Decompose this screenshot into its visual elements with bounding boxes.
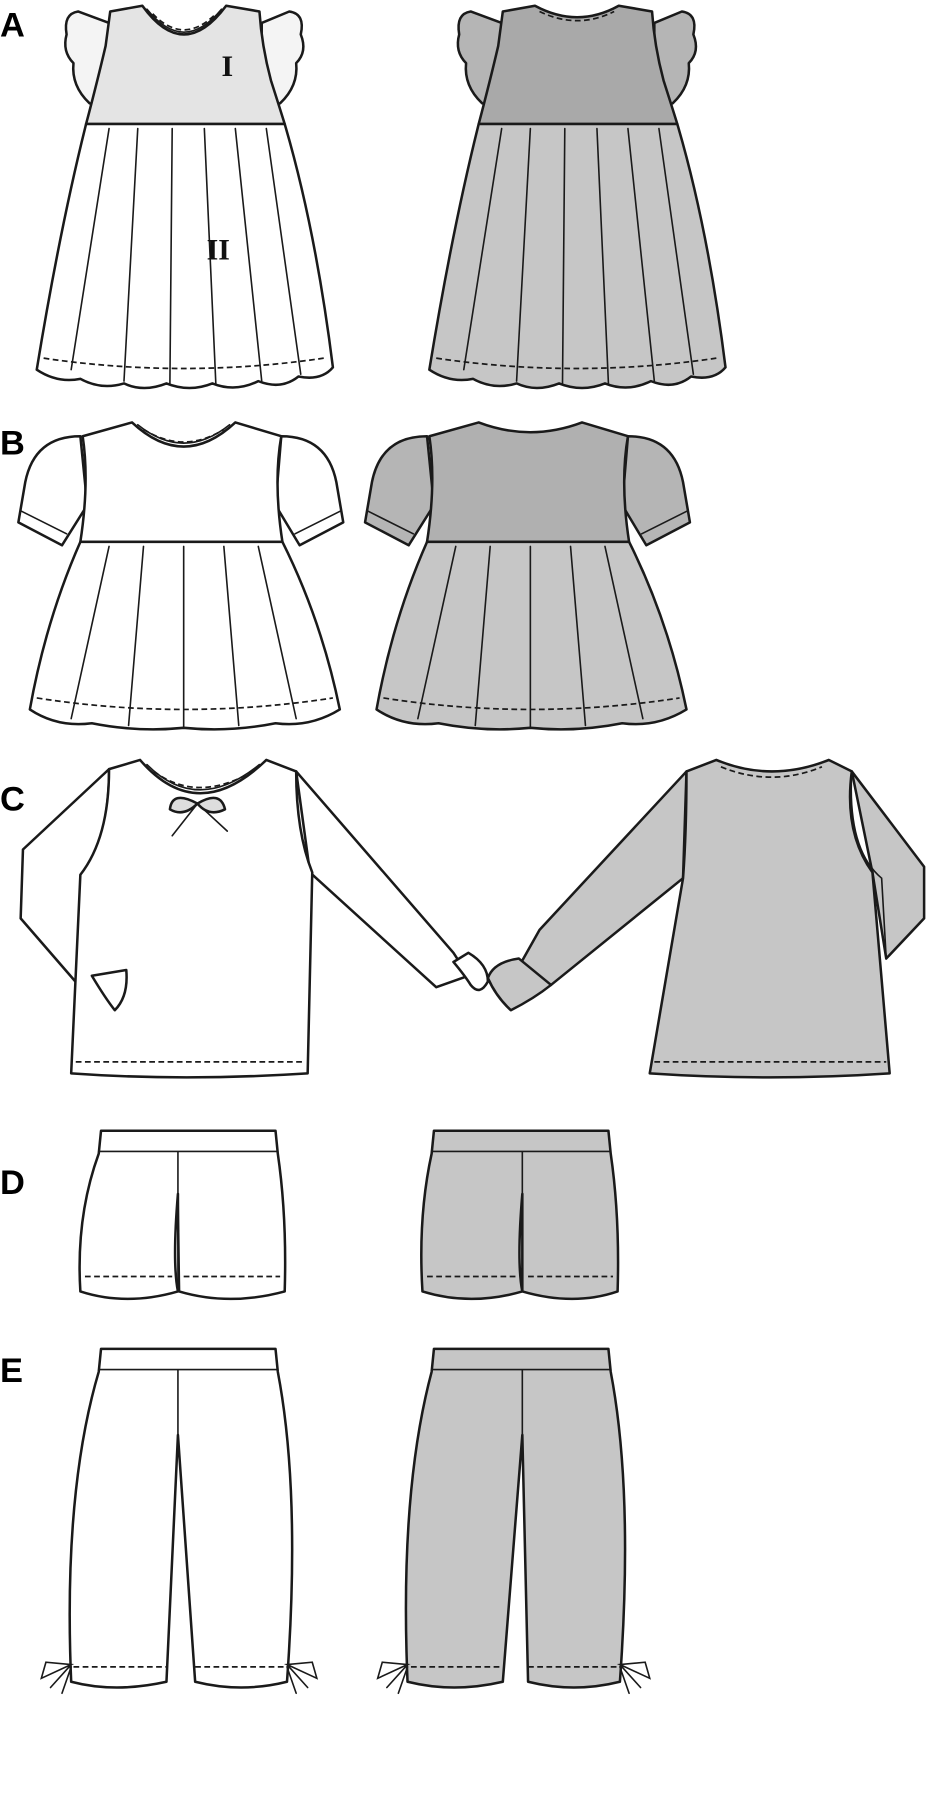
skirt-front	[28, 540, 342, 731]
skirt-back	[428, 122, 727, 390]
dress-a-front: I II	[35, 4, 335, 390]
puff-sleeve-left	[363, 434, 436, 547]
bow-right	[616, 1661, 652, 1695]
view-label-c: C	[0, 780, 25, 818]
view-label-d: D	[0, 1164, 25, 1202]
shorts-front	[78, 1129, 287, 1301]
sleeve-right	[294, 770, 470, 989]
sleeve-right	[850, 770, 926, 960]
cuff-ruffle-right	[452, 951, 490, 992]
pants-back	[404, 1347, 627, 1689]
view-label-a: A	[0, 7, 25, 45]
body-back	[648, 758, 891, 1079]
dress-a-back	[428, 4, 727, 390]
bodice-back	[477, 4, 679, 126]
bow-left	[40, 1661, 75, 1695]
bow	[168, 796, 229, 837]
top-c-back	[486, 758, 926, 1079]
puff-sleeve-right	[274, 434, 345, 547]
bodice-front	[79, 421, 284, 544]
piece-label-ii: II	[207, 233, 230, 266]
dress-b-front	[17, 421, 345, 731]
sleeve-left	[517, 770, 688, 987]
view-label-b: B	[0, 425, 25, 463]
pants-front	[68, 1347, 294, 1689]
cuff-ruffle-left	[90, 968, 128, 1012]
bodice-front	[84, 4, 286, 126]
pants-e-front	[40, 1347, 319, 1695]
skirt-front	[35, 122, 335, 390]
dress-b-back	[363, 421, 692, 731]
shorts-back	[420, 1129, 620, 1301]
pants-e-back	[376, 1347, 652, 1695]
body-front	[69, 758, 314, 1079]
top-c-front	[19, 758, 490, 1079]
view-label-e: E	[0, 1352, 23, 1390]
shorts-d-back	[420, 1129, 620, 1301]
bow-left	[376, 1661, 411, 1695]
cuff-ruffle-left	[486, 957, 553, 1012]
piece-label-i: I	[222, 50, 234, 83]
puff-sleeve-left	[17, 434, 89, 547]
skirt-back	[375, 540, 688, 731]
bow-right	[283, 1661, 319, 1695]
puff-sleeve-right	[620, 434, 692, 547]
bodice-back	[425, 421, 631, 544]
shorts-d-front	[78, 1129, 287, 1301]
